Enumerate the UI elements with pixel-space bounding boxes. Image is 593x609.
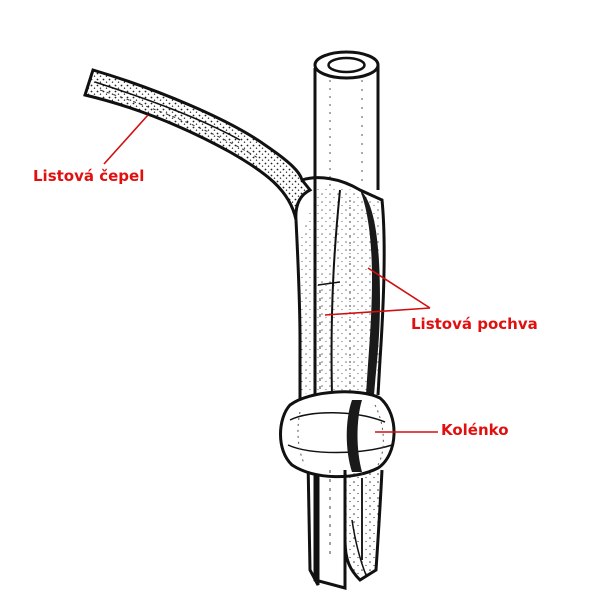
label-node: Kolénko [441,423,509,438]
lower-sheath [330,470,382,580]
leaf-blade [85,70,310,220]
label-leaf-blade: Listová čepel [33,169,144,184]
leader-line-blade [104,115,148,164]
node [281,392,395,477]
label-leaf-sheath: Listová pochva [411,317,538,332]
